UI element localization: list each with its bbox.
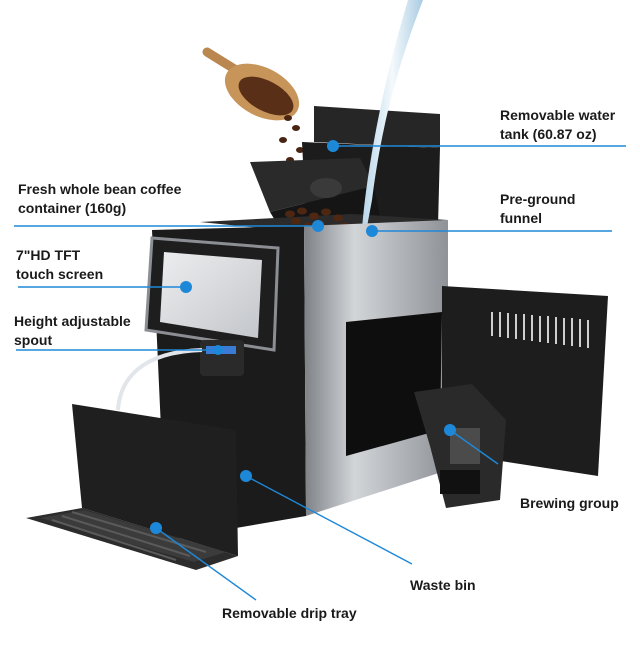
label-water-tank-line2: tank (60.87 oz) [500,126,597,142]
drip-tray [26,404,238,570]
label-brewing-group: Brewing group [520,495,619,511]
label-bean-container-line2: container (160g) [18,200,127,216]
water-stream [362,0,423,232]
touch-screen [144,236,280,352]
marker-dot-screen [180,281,192,293]
label-drip-tray: Removable drip tray [222,605,357,621]
marker-dot-bean-container [312,220,324,232]
marker-dots [150,140,456,534]
marker-dot-drip-tray [150,522,162,534]
marker-dot-funnel [366,225,378,237]
brewing-group-unit [414,384,506,508]
label-screen: 7"HD TFT touch screen [16,246,103,284]
label-bean-container: Fresh whole bean coffee container (160g) [18,180,181,218]
leader-lines [14,145,626,601]
marker-dot-spout [213,345,223,355]
label-screen-line1: 7"HD TFT [16,247,81,263]
label-spout-line2: spout [14,332,53,348]
label-funnel-line2: funnel [500,210,542,226]
label-waste-bin: Waste bin [410,577,476,593]
label-funnel: Pre-ground funnel [500,190,575,228]
marker-dot-waste-bin [240,470,252,482]
label-water-tank: Removable water tank (60.87 oz) [500,106,615,144]
label-funnel-line1: Pre-ground [500,191,576,207]
label-screen-line2: touch screen [16,266,104,282]
label-water-tank-line1: Removable water [500,107,616,123]
marker-dot-water-tank [327,140,339,152]
coffee-scoop [202,47,300,121]
marker-dot-brewing-group [444,424,456,436]
label-spout: Height adjustable spout [14,312,131,350]
side-opening [346,312,442,456]
label-bean-container-line1: Fresh whole bean coffee [18,181,182,197]
label-spout-line1: Height adjustable [14,313,131,329]
